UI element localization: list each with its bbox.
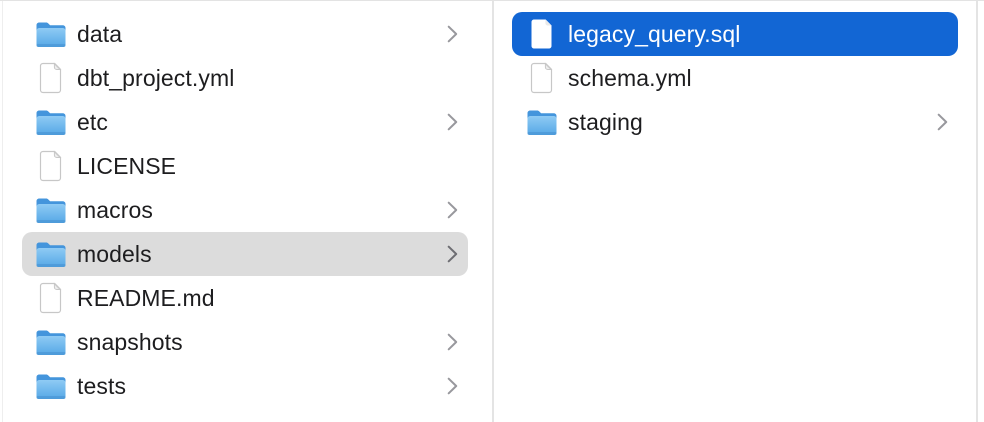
folder-icon: [35, 193, 67, 227]
document-icon: [526, 17, 558, 51]
folder-icon: [35, 369, 67, 403]
column-divider[interactable]: [976, 1, 978, 422]
file-browser-column-right: legacy_query.sql schema.yml staging: [494, 12, 976, 144]
item-label: README.md: [77, 284, 215, 311]
chevron-right-icon: [447, 201, 458, 219]
left-edge-hairline: [2, 1, 3, 422]
document-icon: [35, 149, 67, 183]
file-row[interactable]: README.md: [22, 276, 468, 320]
file-row[interactable]: schema.yml: [512, 56, 958, 100]
column-divider[interactable]: [492, 1, 494, 422]
file-row[interactable]: dbt_project.yml: [22, 56, 468, 100]
folder-icon: [35, 237, 67, 271]
folder-row[interactable]: snapshots: [22, 320, 468, 364]
folder-row[interactable]: tests: [22, 364, 468, 408]
chevron-right-icon: [447, 113, 458, 131]
folder-icon: [35, 17, 67, 51]
item-label: legacy_query.sql: [568, 20, 741, 47]
folder-row[interactable]: etc: [22, 100, 468, 144]
item-label: snapshots: [77, 328, 183, 355]
item-label: etc: [77, 108, 108, 135]
item-label: models: [77, 240, 152, 267]
chevron-right-icon: [447, 245, 458, 263]
document-icon: [35, 61, 67, 95]
item-label: tests: [77, 372, 127, 399]
item-label: staging: [568, 108, 643, 135]
folder-icon: [35, 105, 67, 139]
item-label: schema.yml: [568, 64, 692, 91]
file-row[interactable]: legacy_query.sql: [512, 12, 958, 56]
chevron-right-icon: [447, 377, 458, 395]
file-row[interactable]: LICENSE: [22, 144, 468, 188]
folder-row[interactable]: macros: [22, 188, 468, 232]
item-label: dbt_project.yml: [77, 64, 235, 91]
document-icon: [526, 61, 558, 95]
item-label: macros: [77, 196, 154, 223]
item-label: data: [77, 20, 123, 47]
chevron-right-icon: [447, 25, 458, 43]
document-icon: [35, 281, 67, 315]
item-label: LICENSE: [77, 152, 177, 179]
folder-row[interactable]: models: [22, 232, 468, 276]
folder-icon: [35, 325, 67, 359]
chevron-right-icon: [447, 333, 458, 351]
folder-icon: [526, 105, 558, 139]
folder-row[interactable]: staging: [512, 100, 958, 144]
chevron-right-icon: [937, 113, 948, 131]
folder-row[interactable]: data: [22, 12, 468, 56]
